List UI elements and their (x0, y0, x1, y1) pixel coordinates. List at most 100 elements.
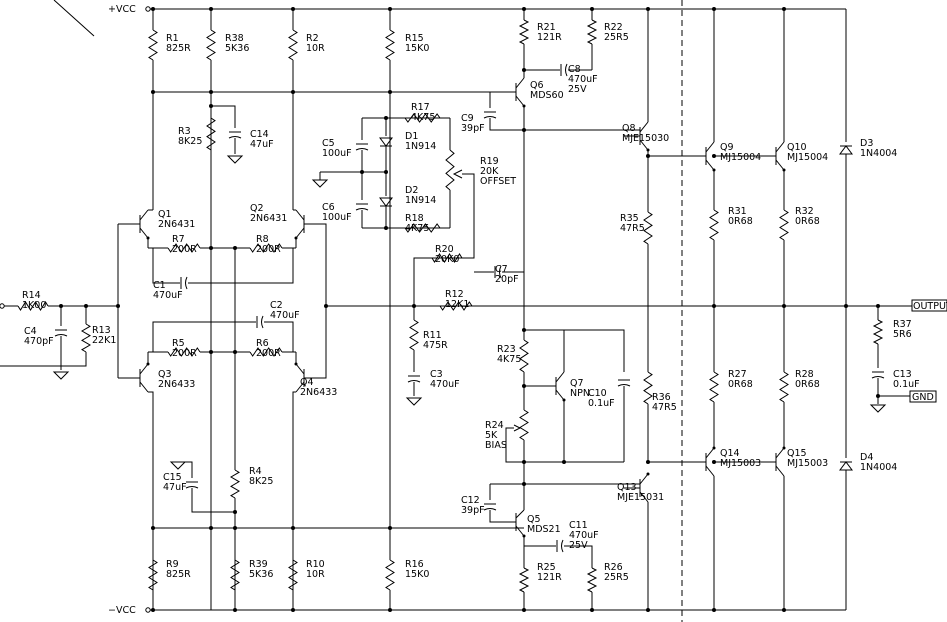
junction-dot (291, 608, 295, 612)
value-r12: 12K1 (445, 299, 469, 310)
ref-r7: R7 (172, 234, 185, 245)
resistor-r27 (709, 371, 719, 403)
value-r27: 0R68 (728, 379, 753, 390)
junction-dot (876, 304, 880, 308)
capacitor-c8 (560, 63, 568, 77)
value-r3: 8K25 (178, 136, 202, 147)
value-q10: MJ15004 (787, 152, 828, 163)
value-c6: 100uF (322, 212, 352, 223)
wire (188, 248, 294, 284)
capacitor-c6 (355, 203, 369, 211)
junction-dot (151, 526, 155, 530)
value-r4: 8K25 (249, 476, 273, 487)
ref-r10: R10 (306, 559, 325, 570)
resistor-r39 (230, 559, 240, 591)
value-r7: 200R (172, 244, 197, 255)
ref-r15: R15 (405, 33, 424, 44)
capacitor-c4 (54, 329, 68, 337)
junction-dot (384, 226, 388, 230)
junction-dot (712, 304, 716, 308)
ref-c13: C13 (893, 369, 912, 380)
transistor-q2 (294, 209, 305, 240)
resistor-r6 (249, 347, 283, 357)
resistor-r35 (643, 211, 653, 245)
note-r24: BIAS (485, 440, 507, 451)
junction-dot (233, 526, 237, 530)
ref-r32: R32 (795, 206, 814, 217)
value-q9: MJ15004 (720, 152, 761, 163)
ref-r16: R16 (405, 559, 424, 570)
ref-r1: R1 (166, 33, 179, 44)
junction-dot (712, 154, 716, 158)
ground-c3 (405, 397, 423, 406)
value-q15: MJ15003 (787, 458, 828, 469)
junction-dot (209, 526, 213, 530)
value-c15: 47uF (163, 482, 187, 493)
terminal (145, 6, 151, 12)
resistor-r7 (167, 243, 201, 253)
ref-r9: R9 (166, 559, 179, 570)
value-r31: 0R68 (728, 216, 753, 227)
transistor-q3 (139, 362, 150, 393)
junction-dot (291, 7, 295, 11)
resistor-r31 (709, 209, 719, 241)
value-r15: 15K0 (405, 43, 429, 54)
ref-r6: R6 (256, 338, 269, 349)
rail-vcc-pos-label: +VCC (108, 4, 136, 15)
resistor-r28 (779, 371, 789, 403)
ref-c8: C8 (568, 64, 581, 75)
ref-q1: Q1 (158, 209, 172, 220)
value-c9: 39pF (461, 123, 485, 134)
capacitor-c11 (556, 539, 564, 553)
note-r19: OFFSET (480, 176, 516, 187)
junction-dot (712, 460, 716, 464)
resistor-r37 (872, 319, 884, 345)
resistor-r10 (288, 559, 298, 591)
junction-dot (522, 482, 526, 486)
junction-dot (522, 128, 526, 132)
junction-dot (291, 526, 295, 530)
junction-dot (388, 608, 392, 612)
ground-bias (311, 179, 329, 188)
ref-r24: R24 (485, 420, 504, 431)
ref-q15: Q15 (787, 448, 807, 459)
junction-dot (59, 304, 63, 308)
value-c12: 39pF (461, 505, 485, 516)
wire-layer (0, 0, 912, 622)
value-c8: 470uF (568, 74, 598, 85)
resistor-r14 (17, 301, 49, 311)
junction-dot (590, 608, 594, 612)
value-q5: MDS21 (527, 524, 561, 535)
wire (191, 488, 235, 513)
ref-c2: C2 (270, 300, 283, 311)
diode-d2 (379, 197, 393, 207)
transistor-q6 (515, 77, 526, 108)
junction-dot (522, 608, 526, 612)
wire (564, 545, 593, 568)
value-q4: 2N6433 (300, 387, 337, 398)
transistor-q14 (705, 446, 716, 477)
junction-dot (646, 608, 650, 612)
ref-c12: C12 (461, 495, 480, 506)
value-d3: 1N4004 (860, 148, 897, 159)
resistor-r2 (288, 29, 298, 61)
junction-dot (522, 460, 526, 464)
ref-q7: Q7 (570, 378, 584, 389)
value-r32: 0R68 (795, 216, 820, 227)
value-r22: 25R5 (604, 32, 629, 43)
junction-dot (209, 350, 213, 354)
junction-dot (876, 394, 880, 398)
junction-dot (412, 304, 416, 308)
resistor-r20 (431, 253, 463, 263)
rail-vcc-neg-label: −VCC (108, 605, 136, 616)
junction-dot (562, 460, 566, 464)
value-r9: 825R (166, 569, 191, 580)
capacitor-c15 (185, 481, 199, 489)
resistor-r15 (385, 29, 395, 61)
ref-d2: D2 (405, 185, 418, 196)
junction-dot (291, 90, 295, 94)
transistor-q10 (775, 141, 786, 172)
junction-dot (84, 304, 88, 308)
value-c5: 100uF (322, 148, 352, 159)
terminal (0, 303, 5, 309)
